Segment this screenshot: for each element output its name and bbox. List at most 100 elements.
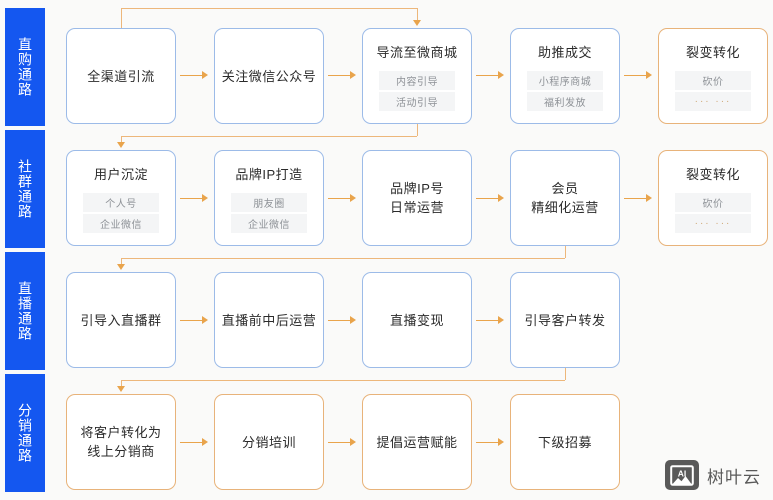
node-pill-group: 内容引导 活动引导 (363, 71, 471, 111)
node-title: 会员 精细化运营 (531, 181, 599, 215)
connector-r2-3to4 (476, 198, 500, 199)
node-title: 用户沉淀 (93, 167, 148, 182)
connector-r1-4to5 (624, 75, 648, 76)
connector-r2-to-r3-down (565, 246, 566, 258)
channel-bar-direct-purchase: 直购通路 (5, 8, 45, 126)
connector-r2-to-r3-across (121, 258, 565, 259)
arrow-head (202, 71, 208, 79)
channel-label: 直购通路 (17, 37, 33, 97)
node-pill: 砍价 (675, 71, 751, 90)
node-title: 分销培训 (241, 434, 296, 450)
node-title: 品牌IP打造 (235, 167, 303, 182)
node-pill: 企业微信 (83, 214, 159, 233)
connector-r3-3to4 (476, 320, 500, 321)
node-row2-col1[interactable]: 用户沉淀 个人号 企业微信 (66, 150, 176, 246)
node-title: 下级招募 (537, 434, 592, 450)
connector-r1-2to3 (328, 75, 352, 76)
arrow-head (350, 316, 356, 324)
node-title: 裂变转化 (685, 167, 740, 182)
arrow-head (498, 438, 504, 446)
node-row1-col5[interactable]: 裂变转化 砍价 ··· ··· (658, 28, 768, 124)
arrow-head (646, 71, 652, 79)
node-row1-col3[interactable]: 导流至微商城 内容引导 活动引导 (362, 28, 472, 124)
node-pill: 小程序商城 (527, 71, 603, 90)
node-title: 关注微信公众号 (221, 68, 317, 84)
arrow-head (202, 438, 208, 446)
connector-r2-2to3 (328, 198, 352, 199)
node-title: 全渠道引流 (87, 68, 155, 84)
node-row2-col4[interactable]: 会员 精细化运营 (510, 150, 620, 246)
node-title: 将客户转化为 线上分销商 (80, 425, 162, 459)
connector-r2-1to2 (180, 198, 204, 199)
node-row4-col2[interactable]: 分销培训 (214, 394, 324, 490)
node-pill: 活动引导 (379, 92, 455, 111)
connector-r2-to-r3-drop (121, 258, 122, 266)
node-row4-col1[interactable]: 将客户转化为 线上分销商 (66, 394, 176, 490)
node-row2-col5[interactable]: 裂变转化 砍价 ··· ··· (658, 150, 768, 246)
node-pill: 内容引导 (379, 71, 455, 90)
channel-bar-community: 社群通路 (5, 130, 45, 248)
connector-r4-1to2 (180, 442, 204, 443)
channel-bar-livestream: 直播通路 (5, 252, 45, 370)
connector-r1-1to2 (180, 75, 204, 76)
connector-r1-to-r2-across (121, 136, 417, 137)
node-row4-col4[interactable]: 下级招募 (510, 394, 620, 490)
channel-label: 直播通路 (17, 281, 33, 341)
node-pill-group: 砍价 ··· ··· (659, 193, 767, 233)
node-title: 引导客户转发 (524, 312, 606, 328)
node-pill-group: 朋友圈 企业微信 (215, 193, 323, 233)
arrow-head (350, 71, 356, 79)
connector-top-loop-down (417, 8, 418, 22)
node-row2-col2[interactable]: 品牌IP打造 朋友圈 企业微信 (214, 150, 324, 246)
node-pill: 朋友圈 (231, 193, 307, 212)
channel-label: 分销通路 (17, 403, 33, 463)
connector-r1-to-r2-down (417, 124, 418, 136)
node-title: 裂变转化 (685, 45, 740, 60)
node-row3-col2[interactable]: 直播前中后运营 (214, 272, 324, 368)
connector-r4-2to3 (328, 442, 352, 443)
watermark-label: 树叶云 (707, 467, 761, 487)
node-pill: 个人号 (83, 193, 159, 212)
arrow-head (202, 316, 208, 324)
connector-r1-to-r2-drop (121, 136, 122, 144)
arrow-head (498, 194, 504, 202)
node-row3-col4[interactable]: 引导客户转发 (510, 272, 620, 368)
node-pill: 砍价 (675, 193, 751, 212)
node-title: 引导入直播群 (80, 312, 162, 328)
arrow-head (498, 71, 504, 79)
node-row4-col3[interactable]: 提倡运营赋能 (362, 394, 472, 490)
connector-r3-to-r4-across (121, 380, 565, 381)
node-title: 提倡运营赋能 (376, 434, 458, 450)
connector-top-loop-up (121, 8, 122, 28)
node-row3-col3[interactable]: 直播变现 (362, 272, 472, 368)
arrow-head (117, 142, 125, 148)
arrow-head (646, 194, 652, 202)
node-pill: ··· ··· (675, 214, 751, 233)
node-row3-col1[interactable]: 引导入直播群 (66, 272, 176, 368)
arrow-head (117, 264, 125, 270)
node-title: 助推成交 (537, 45, 592, 60)
arrow-head (202, 194, 208, 202)
connector-r3-2to3 (328, 320, 352, 321)
node-title: 直播变现 (389, 312, 444, 328)
channel-bar-distribution: 分销通路 (5, 374, 45, 492)
node-title: 直播前中后运营 (221, 312, 317, 328)
watermark: AI 树叶云 (665, 460, 761, 490)
connector-r2-4to5 (624, 198, 648, 199)
node-row1-col2[interactable]: 关注微信公众号 (214, 28, 324, 124)
svg-text:AI: AI (678, 468, 687, 478)
node-row1-col4[interactable]: 助推成交 小程序商城 福利发放 (510, 28, 620, 124)
connector-r4-3to4 (476, 442, 500, 443)
connector-r3-to-r4-drop (121, 380, 122, 388)
node-row1-col1[interactable]: 全渠道引流 (66, 28, 176, 124)
node-pill-group: 个人号 企业微信 (67, 193, 175, 233)
arrow-head (350, 438, 356, 446)
node-row2-col3[interactable]: 品牌IP号 日常运营 (362, 150, 472, 246)
arrow-head (350, 194, 356, 202)
node-pill: ··· ··· (675, 92, 751, 111)
node-pill: 福利发放 (527, 92, 603, 111)
arrow-head (498, 316, 504, 324)
connector-r3-1to2 (180, 320, 204, 321)
node-title: 品牌IP号 日常运营 (389, 181, 444, 215)
